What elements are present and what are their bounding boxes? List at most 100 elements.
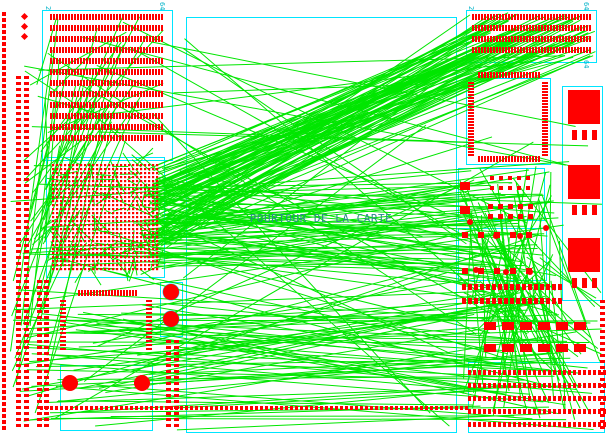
connector-pad	[119, 36, 121, 42]
connector-pad	[137, 124, 139, 130]
ratsnest-line	[47, 52, 477, 335]
pad	[315, 406, 318, 410]
bga-ball	[120, 264, 123, 267]
bga-ball	[88, 264, 91, 267]
pad	[578, 370, 581, 375]
pad	[44, 280, 49, 283]
pad	[483, 422, 486, 427]
pad	[483, 409, 486, 414]
bga-ball	[84, 216, 87, 219]
pad	[230, 406, 233, 410]
pad	[478, 396, 481, 401]
connector-pad	[149, 102, 151, 108]
pad	[410, 406, 413, 410]
bga-ball	[132, 232, 135, 235]
ratsnest-line	[129, 46, 480, 245]
ratsnest-line	[28, 271, 449, 397]
bga-ball	[100, 240, 103, 243]
edge-pad	[2, 222, 6, 226]
bga-ball	[104, 244, 107, 247]
bga-ball	[120, 168, 123, 171]
bga-ball	[76, 264, 79, 267]
pad	[494, 268, 500, 274]
bga-ball	[56, 192, 59, 195]
connector-pad	[472, 14, 474, 20]
pad	[135, 290, 137, 296]
bga-ball	[116, 200, 119, 203]
pad	[16, 118, 21, 121]
bga-ball	[116, 264, 119, 267]
connector-pad	[65, 36, 67, 42]
bga-ball	[104, 256, 107, 259]
pad	[16, 280, 21, 283]
bga-ball	[60, 268, 63, 271]
pad	[155, 406, 158, 410]
connector-pad	[499, 14, 501, 20]
bga-ball	[100, 216, 103, 219]
pad	[24, 94, 29, 97]
connector-pad	[116, 47, 118, 53]
pad	[24, 142, 29, 145]
ratsnest-line	[100, 191, 450, 354]
connector-pad	[553, 14, 555, 20]
bga-ball	[76, 180, 79, 183]
bga-ball	[132, 268, 135, 271]
connector-pad	[131, 14, 133, 20]
bga-ball	[96, 264, 99, 267]
bga-ball	[60, 168, 63, 171]
connector-pad	[583, 25, 585, 31]
connector-pad	[161, 58, 163, 64]
pad	[563, 396, 566, 401]
connector-pad	[481, 14, 483, 20]
bga-ball	[156, 212, 159, 215]
qfp-pad	[487, 156, 489, 162]
bga-ball	[64, 196, 67, 199]
bga-ball	[132, 240, 135, 243]
connector-pad	[508, 14, 510, 20]
bga-ball	[92, 260, 95, 263]
bga-ball	[64, 252, 67, 255]
connector-pad	[149, 80, 151, 86]
bga-ball	[88, 260, 91, 263]
qfp-pad	[505, 156, 507, 162]
qfp-pad	[542, 91, 548, 93]
bga-ball	[152, 216, 155, 219]
bga-ball	[148, 216, 151, 219]
pad	[105, 406, 108, 410]
bga-ball	[60, 164, 63, 167]
connector-pad	[101, 80, 103, 86]
bga-ball	[64, 216, 67, 219]
connector-pad	[496, 25, 498, 31]
bga-ball	[108, 192, 111, 195]
bga-ball	[152, 248, 155, 251]
connector-pad	[155, 25, 157, 31]
pad	[120, 406, 123, 410]
bga-ball	[68, 224, 71, 227]
bga-ball	[128, 180, 131, 183]
connector-pad	[65, 47, 67, 53]
pad	[44, 340, 49, 343]
qfp-pad	[468, 145, 474, 147]
connector-pad	[128, 91, 130, 97]
connector-pad	[110, 91, 112, 97]
qfp-pad	[468, 130, 474, 132]
pad	[80, 406, 83, 410]
bga-ball	[140, 256, 143, 259]
ratsnest-line	[156, 246, 482, 249]
bga-ball	[132, 180, 135, 183]
pad	[44, 334, 49, 337]
bga-ball	[88, 200, 91, 203]
bga-ball	[72, 180, 75, 183]
connector-pad	[86, 102, 88, 108]
pad	[93, 290, 95, 296]
pad	[528, 370, 531, 375]
bga-ball	[148, 168, 151, 171]
connector-pad	[68, 47, 70, 53]
pad	[16, 352, 21, 355]
connector-pad	[113, 113, 115, 119]
mounting-pad	[62, 375, 78, 391]
pad	[490, 176, 494, 180]
bga-ball	[68, 248, 71, 251]
bga-ball	[108, 260, 111, 263]
bga-ball	[72, 268, 75, 271]
